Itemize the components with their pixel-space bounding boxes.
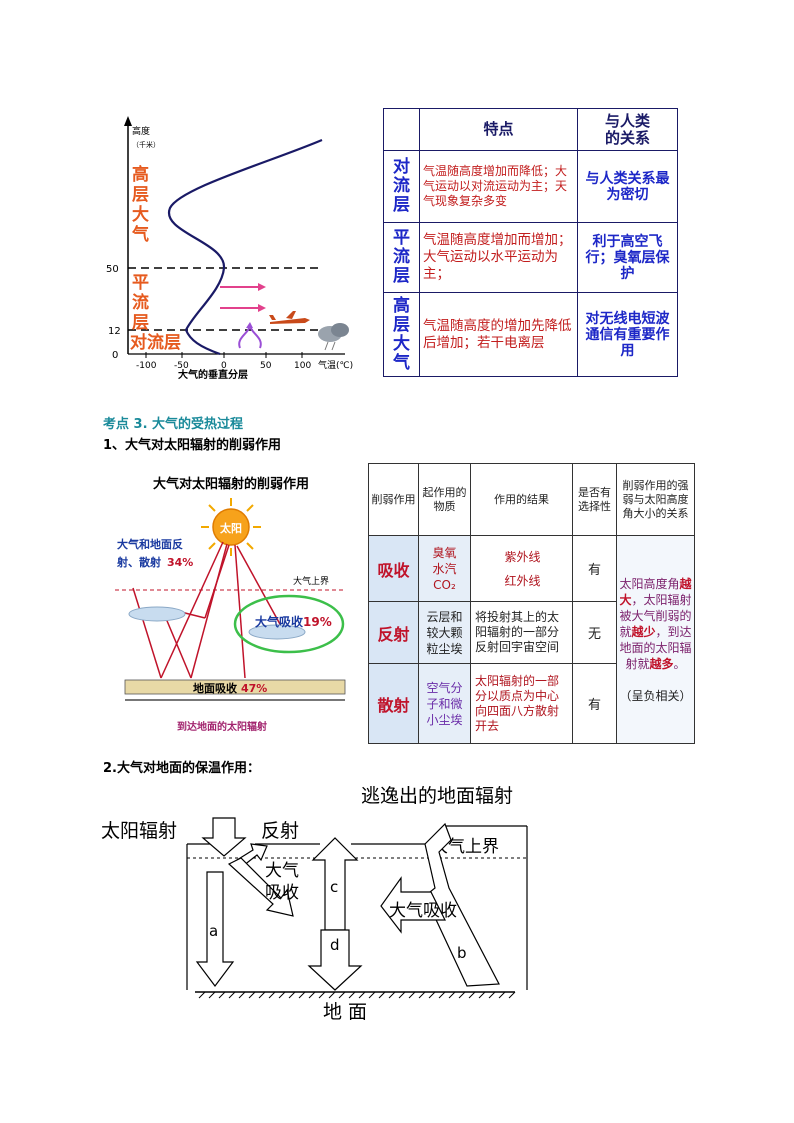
layer-strat-3: 层 xyxy=(132,313,149,333)
result-absorb: 紫外线 红外线 xyxy=(470,535,573,602)
y-tick-50: 50 xyxy=(106,264,119,275)
layer-high-3: 大 xyxy=(132,204,149,225)
layer-high-4: 气 xyxy=(131,224,149,245)
substance-absorb: 臭氧 水汽 CO₂ xyxy=(418,535,471,602)
arrow-d-icon xyxy=(307,929,363,991)
y-axis-unit: （千米） xyxy=(132,140,160,149)
row-relation-high: 对无线电短波通信有重要作用 xyxy=(577,292,678,377)
ground-label: 地 面 xyxy=(323,1001,367,1023)
x-tick-0: 0 xyxy=(221,361,227,371)
weaken-caption: 到达地面的太阳辐射 xyxy=(177,720,267,733)
selective-reflect: 无 xyxy=(572,601,617,664)
reflect-label-1: 大气和地面反 xyxy=(117,537,183,551)
y-tick-12: 12 xyxy=(108,326,121,337)
subsection-title-1: 1、大气对太阳辐射的削弱作用 xyxy=(103,438,282,453)
x-tick-m100: -100 xyxy=(136,361,157,371)
insulation-diagram: 逃逸出的地面辐射 太阳辐射 反射 大气上界 地 面 a 大气 吸收 xyxy=(101,785,528,1023)
header-empty-cell xyxy=(383,108,420,151)
process-absorb: 吸收 xyxy=(368,535,419,602)
row-relation-strat: 利于高空飞行；臭氧层保护 xyxy=(577,222,678,293)
layer-high-2: 层 xyxy=(132,185,149,205)
result-scatter: 太阳辐射的一部分以质点为中心向四面八方散射开去 xyxy=(470,663,573,744)
chart-caption: 大气的垂直分层 xyxy=(178,368,248,381)
process-reflect: 反射 xyxy=(368,601,419,664)
sun-icon: 太阳 xyxy=(201,498,261,556)
weaken-upper-boundary: 大气上界 xyxy=(293,575,329,587)
weakening-title: 大气对太阳辐射的削弱作用 xyxy=(153,476,309,492)
layer-strat-2: 流 xyxy=(132,292,149,313)
atmosphere-layers-diagram: 高度 （千米） 50 12 0 -100 -50 0 50 100 气温(℃) … xyxy=(106,116,353,381)
escape-label: 逃逸出的地面辐射 xyxy=(361,785,513,807)
absorb-arrow-icon xyxy=(227,857,294,917)
absorb-pct: 19% xyxy=(303,615,332,629)
absorb-label: 大气吸收 xyxy=(255,614,303,629)
substance-reflect: 云层和 较大颗 粒尘埃 xyxy=(418,601,471,664)
absorb-label-right: 大气吸收 xyxy=(389,901,457,921)
substance-scatter: 空气分 子和微 小尘埃 xyxy=(418,663,471,744)
row-relation-tropo: 与人类关系最为密切 xyxy=(577,150,678,223)
ground-absorb-label: 地面吸收 xyxy=(193,681,237,695)
letter-d: d xyxy=(330,936,340,954)
relation-note: （呈负相关） xyxy=(619,688,692,703)
layer-strat-1: 平 xyxy=(132,273,149,293)
reflect-label-2: 射、散射 xyxy=(116,555,161,569)
result-reflect: 将投射其上的太阳辐射的一部分反射回宇宙空间 xyxy=(470,601,573,664)
arrow-c-icon xyxy=(311,837,359,931)
row-label-strat: 平 流 层 xyxy=(383,222,420,293)
selective-scatter: 有 xyxy=(572,663,617,744)
header-feature: 特点 xyxy=(419,108,578,151)
relation-cell: 太阳高度角越大，太阳辐射被大气削弱的就越少，到达地面的太阳辐射就越多。 （呈负相… xyxy=(616,535,695,744)
process-scatter: 散射 xyxy=(368,663,419,744)
letter-c: c xyxy=(330,878,338,896)
weakening-diagram: 大气对太阳辐射的削弱作用 太阳 大气上界 大气和地面反 射、散射 34% 大气吸… xyxy=(115,476,346,733)
header-relation: 与人类 的关系 xyxy=(577,108,678,151)
letter-b: b xyxy=(457,944,467,962)
header-relation-line1: 与人类 xyxy=(604,111,650,130)
header-selective: 是否有选择性 xyxy=(572,463,617,536)
convection-icon xyxy=(238,322,262,349)
header-process: 削弱作用 xyxy=(368,463,419,536)
y-axis-label: 高度 xyxy=(132,125,150,137)
reflect-pct: 34% xyxy=(167,556,193,569)
solar-label: 太阳辐射 xyxy=(101,820,177,842)
row-feature-tropo: 气温随高度增加而降低；大气运动以对流运动为主；天气现象复杂多变 xyxy=(419,150,578,223)
absorb-left-arrow-icon xyxy=(380,876,446,934)
row-label-tropo: 对 流 层 xyxy=(383,150,420,223)
row-feature-strat: 气温随高度增加而增加；大气运动以水平运动为主； xyxy=(419,222,578,293)
row-feature-high: 气温随高度的增加先降低后增加；若干电离层 xyxy=(419,292,578,377)
header-relation: 削弱作用的强弱与太阳高度角大小的关系 xyxy=(616,463,695,536)
sun-label: 太阳 xyxy=(219,521,242,535)
x-tick-50: 50 xyxy=(260,361,272,371)
cloud-icon xyxy=(128,606,306,640)
arrow-a-icon xyxy=(195,871,235,987)
ground-absorb-pct: 47% xyxy=(241,682,267,695)
x-tick-100: 100 xyxy=(294,361,311,371)
layer-high-1: 高 xyxy=(132,164,149,185)
layers-table: 特点 与人类 的关系 对 流 层 气温随高度增加而降低；大气运动以对流运动为主；… xyxy=(383,108,678,377)
letter-a: a xyxy=(209,922,218,940)
row-label-high: 高 层 大 气 xyxy=(383,292,420,377)
x-axis-label: 气温(℃) xyxy=(318,359,353,371)
layer-tropo: 对流层 xyxy=(130,332,181,353)
y-tick-0: 0 xyxy=(112,350,118,361)
reflect-label: 反射 xyxy=(261,820,299,842)
header-result: 作用的结果 xyxy=(470,463,573,536)
absorb-label-2: 吸收 xyxy=(265,883,299,903)
selective-absorb: 有 xyxy=(572,535,617,602)
section-title: 考点 3. 大气的受热过程 xyxy=(103,417,244,432)
absorb-label-1: 大气 xyxy=(265,861,299,881)
solar-arrow-icon xyxy=(201,817,247,857)
weakening-table: 削弱作用 起作用的物质 作用的结果 是否有选择性 削弱作用的强弱与太阳高度角大小… xyxy=(368,463,695,744)
header-substance: 起作用的物质 xyxy=(418,463,471,536)
x-tick-m50: -50 xyxy=(174,361,189,371)
storm-cloud-icon xyxy=(318,323,349,351)
header-relation-line2: 的关系 xyxy=(604,128,650,147)
airplane-icon xyxy=(269,311,310,324)
subsection-title-2: 2.大气对地面的保温作用： xyxy=(103,761,260,776)
